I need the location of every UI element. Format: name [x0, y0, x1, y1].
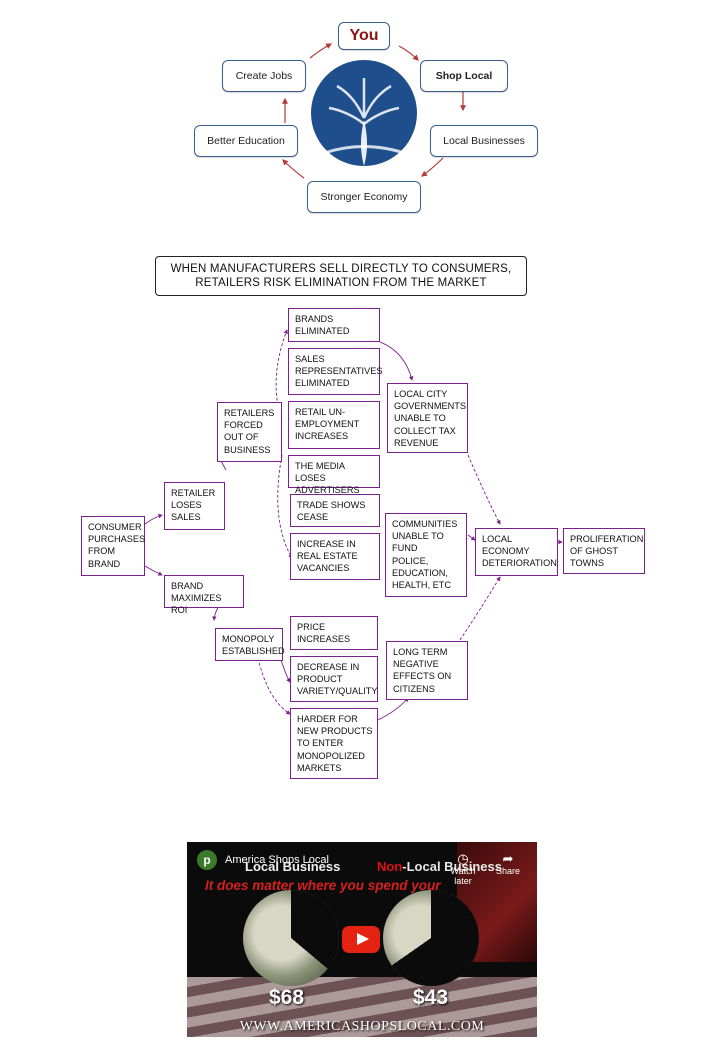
cycle-you: You: [338, 22, 390, 50]
local-money-pie: [243, 890, 339, 986]
cycle-shop-local: Shop Local: [420, 60, 508, 92]
flow-title-line1: WHEN MANUFACTURERS SELL DIRECTLY TO CONS…: [170, 263, 512, 275]
node-communities-unable: COMMUNITIES UNABLE TO FUND POLICE, EDUCA…: [385, 513, 467, 597]
nonlocal-money-pie: [383, 890, 479, 986]
share-icon: ➦: [502, 851, 514, 866]
node-real-estate-vacancies: INCREASE IN REAL ESTATE VACANCIES: [290, 533, 380, 580]
node-retail-unemployment: RETAIL UN- EMPLOYMENT INCREASES: [288, 401, 380, 449]
cycle-arrows: [282, 43, 466, 179]
flow-arrows: [144, 329, 563, 721]
node-long-term-effects: LONG TERM NEGATIVE EFFECTS ON CITIZENS: [386, 641, 468, 700]
share-button[interactable]: ➦ Share: [493, 851, 523, 877]
cycle-create-jobs: Create Jobs: [222, 60, 306, 92]
video-title[interactable]: America Shops Local: [225, 854, 329, 866]
flow-title-line2: RETAILERS RISK ELIMINATION FROM THE MARK…: [195, 277, 487, 289]
nonlocal-rest: -Local Business: [402, 859, 502, 874]
video-headline: It does matter where you spend your: [205, 878, 441, 893]
node-new-products: HARDER FOR NEW PRODUCTS TO ENTER MONOPOL…: [290, 708, 378, 779]
node-monopoly-established: MONOPOLY ESTABLISHED: [215, 628, 285, 661]
node-trade-shows: TRADE SHOWS CEASE: [290, 494, 380, 527]
watch-later-label: Watch later: [450, 866, 476, 886]
cycle-stronger-economy: Stronger Economy: [307, 181, 421, 213]
node-price-increases: PRICE INCREASES: [290, 616, 378, 650]
local-amount: $68: [269, 986, 305, 1009]
local-business-label: Local Business: [245, 859, 341, 874]
nonlocal-business-label: Non-Local Business: [377, 859, 502, 874]
nonlocal-prefix: Non: [377, 859, 403, 874]
nonlocal-pie-wedge: [383, 890, 479, 986]
node-consumer-purchases: CONSUMER PURCHASES FROM BRAND: [81, 516, 145, 576]
node-ghost-towns: PROLIFERATION OF GHOST TOWNS: [563, 528, 645, 574]
local-pie-wedge: [243, 890, 339, 986]
node-media-loses: THE MEDIA LOSES ADVERTISERS: [288, 455, 380, 495]
nonlocal-amount: $43: [413, 986, 449, 1009]
node-product-variety: DECREASE IN PRODUCT VARIETY/QUALITY: [290, 656, 378, 702]
channel-avatar[interactable]: p: [197, 850, 217, 870]
node-retailer-loses-sales: RETAILER LOSES SALES: [164, 482, 225, 530]
watch-later-button[interactable]: ◷ Watch later: [445, 851, 481, 887]
play-button[interactable]: [342, 926, 380, 953]
flow-title: WHEN MANUFACTURERS SELL DIRECTLY TO CONS…: [155, 256, 527, 296]
node-retailers-forced-out: RETAILERS FORCED OUT OF BUSINESS: [217, 402, 282, 462]
node-sales-reps-eliminated: SALES REPRESENTATIVES ELIMINATED: [288, 348, 382, 395]
website-url: WWW.AMERICASHOPSLOCAL.COM: [239, 1019, 485, 1034]
cycle-better-education: Better Education: [194, 125, 298, 157]
flag-stripes: [187, 977, 537, 1037]
clock-icon: ◷: [457, 851, 469, 866]
video-player[interactable]: p America Shops Local Local Business Non…: [187, 842, 537, 1037]
node-local-economy: LOCAL ECONOMY DETERIORATION: [475, 528, 558, 576]
cycle-local-businesses: Local Businesses: [430, 125, 538, 157]
node-brand-maximizes-roi: BRAND MAXIMIZES ROI: [164, 575, 244, 615]
node-brands-eliminated: BRANDS ELIMINATED: [288, 308, 380, 342]
node-local-governments: LOCAL CITY GOVERNMENTS UNABLE TO COLLECT…: [387, 383, 468, 453]
share-label: Share: [495, 866, 521, 876]
tree-icon: [311, 60, 417, 166]
